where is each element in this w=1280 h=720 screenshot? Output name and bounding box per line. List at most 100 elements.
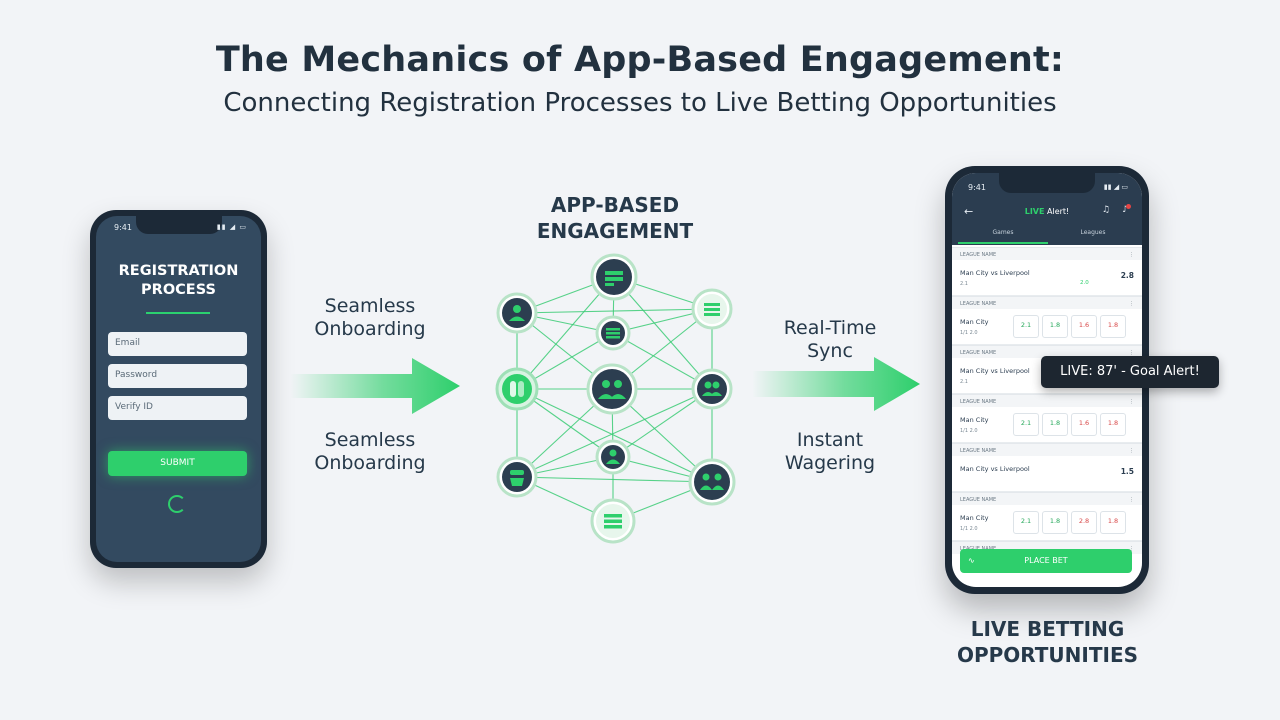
page-title: The Mechanics of App-Based Engagement: — [215, 40, 1065, 80]
heading-underline — [146, 312, 210, 314]
hub-node-center-user — [586, 363, 638, 415]
odds-button[interactable]: 1.6 — [1071, 413, 1097, 436]
place-bet-button[interactable]: ∿ PLACE BET — [960, 549, 1132, 573]
hub-node-small-top — [595, 315, 631, 351]
notification-icon[interactable]: ♪ — [1122, 204, 1131, 215]
right-flow-arrow — [752, 357, 920, 411]
odds-button[interactable]: 1.8 — [1100, 315, 1126, 338]
left-flow-arrow — [290, 358, 460, 414]
league-name: LEAGUE NAME — [960, 399, 997, 405]
odds-value: 1.8 — [1107, 419, 1119, 427]
more-icon[interactable]: ⋮ — [1129, 399, 1134, 405]
match-row[interactable]: Man City vs Liverpool 1.5 — [952, 456, 1142, 492]
odds-value: 1.8 — [1107, 321, 1119, 329]
match-odds-row[interactable]: Man City 1/1 2.0 2.1 1.8 1.6 1.8 — [952, 309, 1142, 345]
league-name: LEAGUE NAME — [960, 252, 997, 258]
more-icon[interactable]: ⋮ — [1129, 546, 1134, 552]
odds-button[interactable]: 1.8 — [1042, 511, 1068, 534]
match-right-odds: 1.5 — [1120, 467, 1134, 476]
hub-node-bottom-left — [496, 456, 538, 498]
odds-button[interactable]: 2.8 — [1071, 511, 1097, 534]
odds-value: 1.8 — [1049, 321, 1061, 329]
league-header: LEAGUE NAME ⋮ — [952, 394, 1142, 407]
live-goal-alert[interactable]: LIVE: 87' - Goal Alert! — [1041, 356, 1219, 388]
odds-button[interactable]: 1.8 — [1042, 315, 1068, 338]
league-name: LEAGUE NAME — [960, 497, 997, 503]
odds-value: 2.8 — [1078, 517, 1090, 525]
match-name: Man City — [960, 416, 989, 424]
place-bet-label: PLACE BET — [1024, 556, 1068, 565]
signal-battery-icon: ▮▮ ◢ ▭ — [1103, 183, 1128, 191]
match-name: Man City — [960, 514, 989, 522]
odds-value: 2.1 — [1020, 517, 1032, 525]
odds-button[interactable]: 2.1 — [1013, 511, 1039, 534]
hub-node-top — [590, 253, 638, 301]
league-name: LEAGUE NAME — [960, 448, 997, 454]
odds-button[interactable]: 1.8 — [1042, 413, 1068, 436]
league-name: LEAGUE NAME — [960, 350, 997, 356]
odds-button[interactable]: 1.8 — [1100, 511, 1126, 534]
league-header: LEAGUE NAME ⋮ — [952, 492, 1142, 505]
more-icon[interactable]: ⋮ — [1129, 497, 1134, 503]
page-subtitle: Connecting Registration Processes to Liv… — [223, 88, 1057, 118]
flow-label-seamless-onboarding-bottom: Seamless Onboarding — [314, 429, 426, 474]
active-tab-indicator — [958, 242, 1048, 244]
app-name-accent: LIVE — [1024, 207, 1045, 216]
hub-node-small-bottom — [595, 439, 631, 475]
password-field[interactable]: Password — [108, 364, 247, 388]
submit-button[interactable]: SUBMIT — [108, 451, 247, 476]
registration-screen: 9:41 ▮▮ ◢ ▭ REGISTRATION PROCESS Email P… — [96, 216, 261, 562]
league-name: LEAGUE NAME — [960, 301, 997, 307]
flow-label-real-time-sync: Real-Time Sync — [783, 317, 877, 362]
status-time: 9:41 — [968, 183, 986, 192]
match-name: Man City vs Liverpool — [960, 465, 1030, 473]
email-field[interactable]: Email — [108, 332, 247, 356]
back-arrow-icon[interactable]: ← — [964, 205, 974, 218]
league-header: LEAGUE NAME ⋮ — [952, 345, 1142, 358]
match-odds: 2.1 — [960, 281, 968, 287]
match-name: Man City — [960, 318, 989, 326]
pulse-icon: ∿ — [968, 556, 975, 565]
odds-value: 1.8 — [1049, 517, 1061, 525]
flow-label-instant-wagering: Instant Wagering — [784, 429, 876, 474]
tab-leagues[interactable]: Leagues — [1080, 229, 1106, 236]
odds-button[interactable]: 1.8 — [1100, 413, 1126, 436]
app-name-rest: Alert! — [1047, 207, 1070, 216]
odds-value: 2.1 — [1020, 419, 1032, 427]
signal-battery-icon: ▮▮ ◢ ▭ — [216, 223, 247, 231]
registration-heading: REGISTRATION PROCESS — [118, 263, 239, 298]
more-icon[interactable]: ⋮ — [1129, 301, 1134, 307]
odds-value: 1.8 — [1049, 419, 1061, 427]
notification-dot — [1126, 204, 1131, 209]
match-odds: 2.1 — [960, 379, 968, 385]
loading-spinner-icon — [168, 495, 186, 513]
match-name: Man City vs Liverpool — [960, 269, 1030, 277]
verify-id-field[interactable]: Verify ID — [108, 396, 247, 420]
hub-node-user-left — [496, 292, 538, 334]
hub-node-list-right — [691, 288, 733, 330]
tab-games[interactable]: Games — [992, 229, 1014, 236]
match-name: Man City vs Liverpool — [960, 367, 1030, 375]
match-odds-row[interactable]: Man City 1/1 2.0 2.1 1.8 1.6 1.8 — [952, 407, 1142, 443]
more-icon[interactable]: ⋮ — [1129, 350, 1134, 356]
odds-value: 1.6 — [1078, 321, 1090, 329]
phone-notch — [999, 173, 1095, 193]
match-sub: 1/1 2.0 — [960, 428, 978, 434]
match-right-odds: 2.8 — [1120, 271, 1134, 280]
odds-button[interactable]: 1.6 — [1071, 315, 1097, 338]
phone-notch — [135, 216, 222, 234]
bell-icon[interactable]: ♫ — [1101, 205, 1110, 215]
odds-button[interactable]: 2.1 — [1013, 413, 1039, 436]
more-icon[interactable]: ⋮ — [1129, 252, 1134, 258]
match-sub: 1/1 2.0 — [960, 330, 978, 336]
league-header: LEAGUE NAME ⋮ — [952, 296, 1142, 309]
league-header: LEAGUE NAME ⋮ — [952, 443, 1142, 456]
match-row[interactable]: Man City vs Liverpool 2.1 — [952, 358, 1142, 394]
more-icon[interactable]: ⋮ — [1129, 448, 1134, 454]
hub-node-bottom — [590, 498, 636, 544]
odds-button[interactable]: 2.1 — [1013, 315, 1039, 338]
